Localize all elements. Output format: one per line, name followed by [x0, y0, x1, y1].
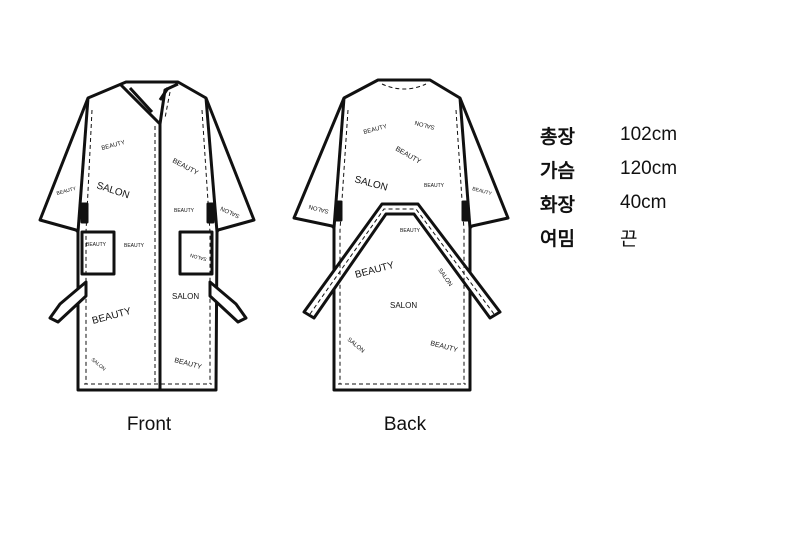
back-caption: Back: [383, 414, 427, 435]
front-left-pocket: [80, 230, 116, 276]
front-right-loop: [206, 202, 215, 224]
back-right-loop: [461, 200, 470, 222]
front-print: SALON: [189, 252, 207, 262]
spec-value: 끈: [620, 228, 638, 250]
back-print: SALON: [390, 301, 417, 310]
front-print: BEAUTY: [174, 208, 195, 214]
back-print: BEAUTY: [471, 186, 493, 197]
back-left-loop: [334, 200, 343, 222]
back-print: SALON: [308, 203, 329, 214]
back-body-outline: [292, 78, 510, 392]
back-stitch-left: [339, 109, 349, 384]
spec-value: 40cm: [620, 192, 667, 213]
front-stitch-left: [85, 109, 93, 384]
spec-table: 총장 102cm 가슴 120cm 화장 40cm 여밈 끈: [540, 118, 677, 254]
spec-label: 가슴: [540, 159, 575, 182]
front-left-loop: [80, 202, 89, 224]
front-stitch-right: [201, 109, 211, 384]
spec-label: 여밈: [540, 227, 575, 250]
back-stitch-right: [455, 109, 465, 384]
front-print: SALON: [172, 292, 199, 301]
spec-label: 총장: [540, 125, 575, 148]
spec-row-chest: 가슴 120cm: [540, 152, 677, 186]
spec-label: 화장: [540, 193, 575, 216]
back-stitch-belt: [309, 208, 495, 315]
back-print: SALON: [414, 119, 435, 130]
back-belt: [302, 202, 502, 320]
front-caption: Front: [126, 414, 172, 435]
front-print: BEAUTY: [86, 242, 107, 248]
back-print: BEAUTY: [400, 228, 421, 234]
spec-value: 102cm: [620, 124, 678, 145]
back-print: BEAUTY: [424, 183, 445, 189]
front-neck: [128, 86, 170, 114]
spec-row-sleeve: 화장 40cm: [540, 186, 677, 220]
front-stitch-collar: [164, 91, 171, 119]
spec-row-length: 총장 102cm: [540, 118, 677, 152]
spec-row-closure: 여밈 끈: [540, 220, 677, 254]
front-left-sleeve-seam: [76, 97, 90, 233]
front-print: BEAUTY: [56, 186, 78, 197]
front-right-pocket: [178, 230, 214, 276]
front-body-outline: [38, 80, 256, 392]
front-print: BEAUTY: [124, 243, 145, 249]
spec-value: 120cm: [620, 158, 678, 179]
front-right-sleeve-seam: [204, 97, 219, 233]
back-stitch-neck: [381, 83, 427, 90]
